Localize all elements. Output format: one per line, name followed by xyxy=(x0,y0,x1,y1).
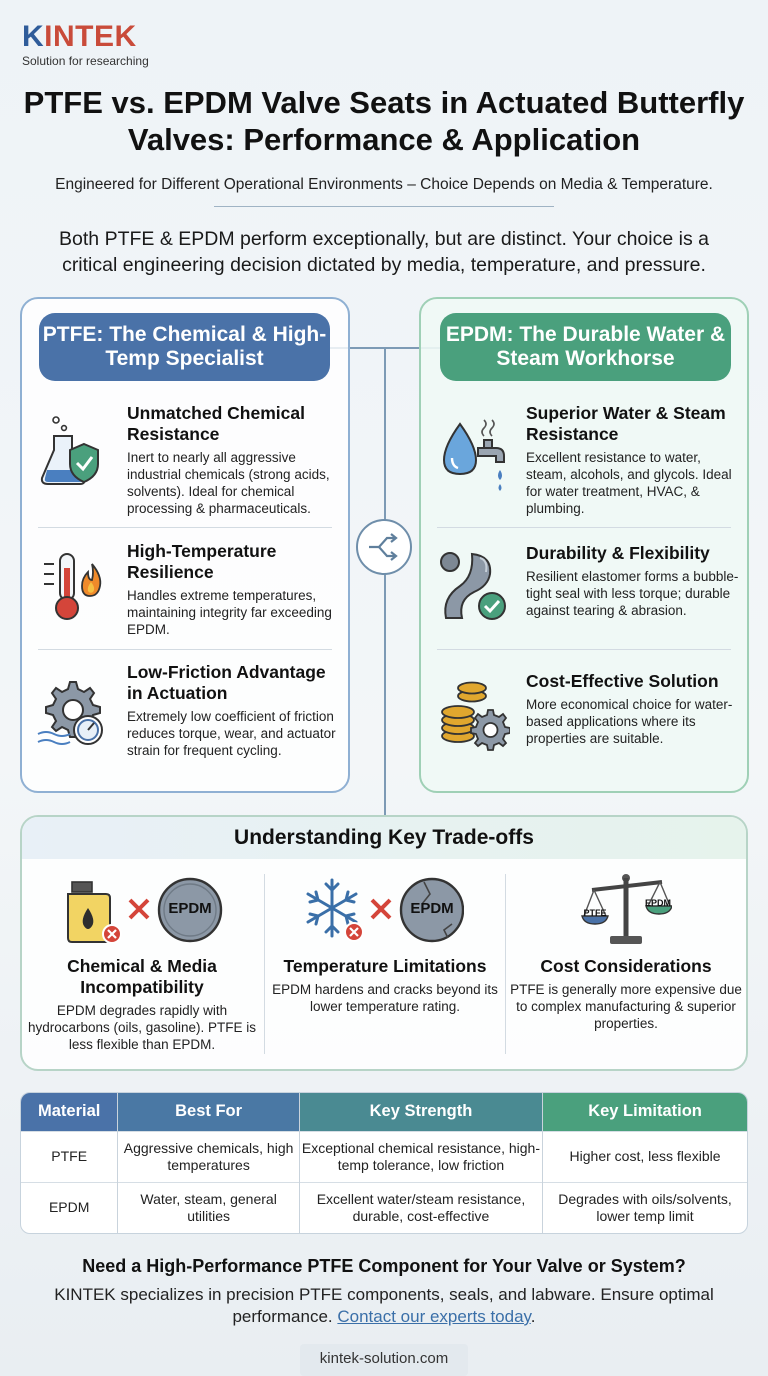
feature-title: High-Temperature Resilience xyxy=(127,541,277,582)
page-title: PTFE vs. EPDM Valve Seats in Actuated Bu… xyxy=(23,85,745,157)
epdm-feature-2: Durability & Flexibility Resilient elast… xyxy=(526,543,741,619)
feature-title: Unmatched Chemical Resistance xyxy=(127,403,305,444)
tradeoff-desc: EPDM hardens and cracks beyond its lower… xyxy=(272,982,498,1014)
feature-title: Superior Water & Steam Resistance xyxy=(526,403,726,444)
thermometer-flame-icon xyxy=(40,550,110,620)
connector-vertical xyxy=(384,347,386,817)
table-cell: Excellent water/steam resistance, durabl… xyxy=(298,1181,543,1233)
feature-desc: Excellent resistance to water, steam, al… xyxy=(526,450,732,516)
table-cell: Degrades with oils/solvents, lower temp … xyxy=(542,1181,747,1233)
connector-right xyxy=(385,347,440,349)
kintek-logo: KINTEK Solution for researching xyxy=(22,20,149,69)
flask-shield-icon xyxy=(36,412,106,485)
page-subtitle: Engineered for Different Operational Env… xyxy=(55,176,713,193)
table-row: EPDM Water, steam, general utilities Exc… xyxy=(21,1181,747,1233)
divider xyxy=(264,874,265,1054)
ptfe-heading: PTFE: The Chemical & High-Temp Specialis… xyxy=(39,313,330,381)
table-header: Key Strength xyxy=(298,1093,543,1131)
footer-url[interactable]: kintek-solution.com xyxy=(319,1350,449,1367)
divider xyxy=(38,527,332,528)
table-cell: Higher cost, less flexible xyxy=(542,1130,747,1182)
table-header: Best For xyxy=(117,1093,300,1131)
tradeoff-title: Temperature Limitations xyxy=(283,956,487,976)
table-cell: Aggressive chemicals, high temperatures xyxy=(117,1130,300,1182)
intro-text: Both PTFE & EPDM perform exceptionally, … xyxy=(59,228,709,276)
cta-title: Need a High-Performance PTFE Component f… xyxy=(82,1256,686,1276)
table-cell: EPDM xyxy=(21,1181,118,1233)
gear-gauge-icon xyxy=(36,676,106,746)
ptfe-feature-3: Low-Friction Advantage in Actuation Extr… xyxy=(127,662,342,759)
tradeoff-title: Chemical & Media Incompatibility xyxy=(67,956,217,997)
cta-link-end: . xyxy=(530,1307,536,1326)
ptfe-feature-1: Unmatched Chemical Resistance Inert to n… xyxy=(127,403,342,517)
table-header: Key Limitation xyxy=(542,1093,747,1131)
ptfe-feature-2: High-Temperature Resilience Handles extr… xyxy=(127,541,342,638)
footer-bar xyxy=(300,1344,468,1376)
snowflake-x-epdm-icon: EPDM xyxy=(304,874,465,946)
scale-ptfe-label: PTFE xyxy=(583,908,607,918)
balance-scale-icon: PTFE EPDM xyxy=(580,872,673,948)
contact-experts-link[interactable]: Contact our experts today xyxy=(337,1307,531,1326)
compare-swap-icon xyxy=(356,519,412,575)
connector-left xyxy=(330,347,385,349)
tradeoff-desc: EPDM degrades rapidly with hydrocarbons … xyxy=(27,1003,257,1052)
cta-body: KINTEK specializes in precision PTFE com… xyxy=(54,1285,714,1326)
divider xyxy=(38,649,332,650)
epdm-badge-label: EPDM xyxy=(168,900,212,917)
coins-gear-icon xyxy=(438,676,511,751)
flexible-seal-check-icon xyxy=(438,548,508,620)
feature-desc: More economical choice for water-based a… xyxy=(526,697,733,746)
scale-epdm-label: EPDM xyxy=(644,898,671,908)
epdm-badge-label: EPDM xyxy=(410,900,454,917)
table-cell: Exceptional chemical resistance, high-te… xyxy=(298,1130,543,1182)
epdm-feature-1: Superior Water & Steam Resistance Excell… xyxy=(526,403,741,517)
cta-text: KINTEK specializes in precision PTFE com… xyxy=(40,1284,728,1328)
divider xyxy=(505,874,506,1054)
tradeoff-item-3: Cost Considerations PTFE is generally mo… xyxy=(508,956,744,1032)
epdm-heading: EPDM: The Durable Water & Steam Workhors… xyxy=(440,313,731,381)
tradeoff-item-1: Chemical & Media Incompatibility EPDM de… xyxy=(24,956,260,1053)
logo-word-rest: INTEK xyxy=(44,20,137,53)
logo-tagline: Solution for researching xyxy=(22,54,149,68)
tradeoffs-heading: Understanding Key Trade-offs xyxy=(22,817,746,859)
divider xyxy=(437,649,731,650)
comparison-table: Material Best For Key Strength Key Limit… xyxy=(20,1092,748,1234)
table-cell: PTFE xyxy=(21,1130,118,1182)
water-drop-faucet-icon xyxy=(438,414,508,491)
tradeoff-title: Cost Considerations xyxy=(540,956,712,976)
feature-title: Cost-Effective Solution xyxy=(526,671,719,691)
epdm-feature-3: Cost-Effective Solution More economical … xyxy=(526,671,741,747)
feature-title: Low-Friction Advantage in Actuation xyxy=(127,662,326,703)
table-header: Material xyxy=(21,1093,118,1131)
feature-desc: Handles extreme temperatures, maintainin… xyxy=(127,588,332,637)
feature-desc: Extremely low coefficient of friction re… xyxy=(127,709,336,758)
table-cell: Water, steam, general utilities xyxy=(117,1181,300,1233)
divider xyxy=(437,527,731,528)
table-header-row: Material Best For Key Strength Key Limit… xyxy=(21,1093,747,1131)
subtitle-divider xyxy=(214,206,554,207)
table-row: PTFE Aggressive chemicals, high temperat… xyxy=(21,1130,747,1182)
tradeoff-item-2: Temperature Limitations EPDM hardens and… xyxy=(267,956,503,1015)
logo-letter-k: K xyxy=(22,20,45,53)
tradeoff-desc: PTFE is generally more expensive due to … xyxy=(510,982,742,1031)
feature-title: Durability & Flexibility xyxy=(526,543,710,563)
feature-desc: Inert to nearly all aggressive industria… xyxy=(127,450,330,516)
feature-desc: Resilient elastomer forms a bubble-tight… xyxy=(526,569,739,618)
oil-can-x-epdm-icon: EPDM xyxy=(66,874,226,946)
